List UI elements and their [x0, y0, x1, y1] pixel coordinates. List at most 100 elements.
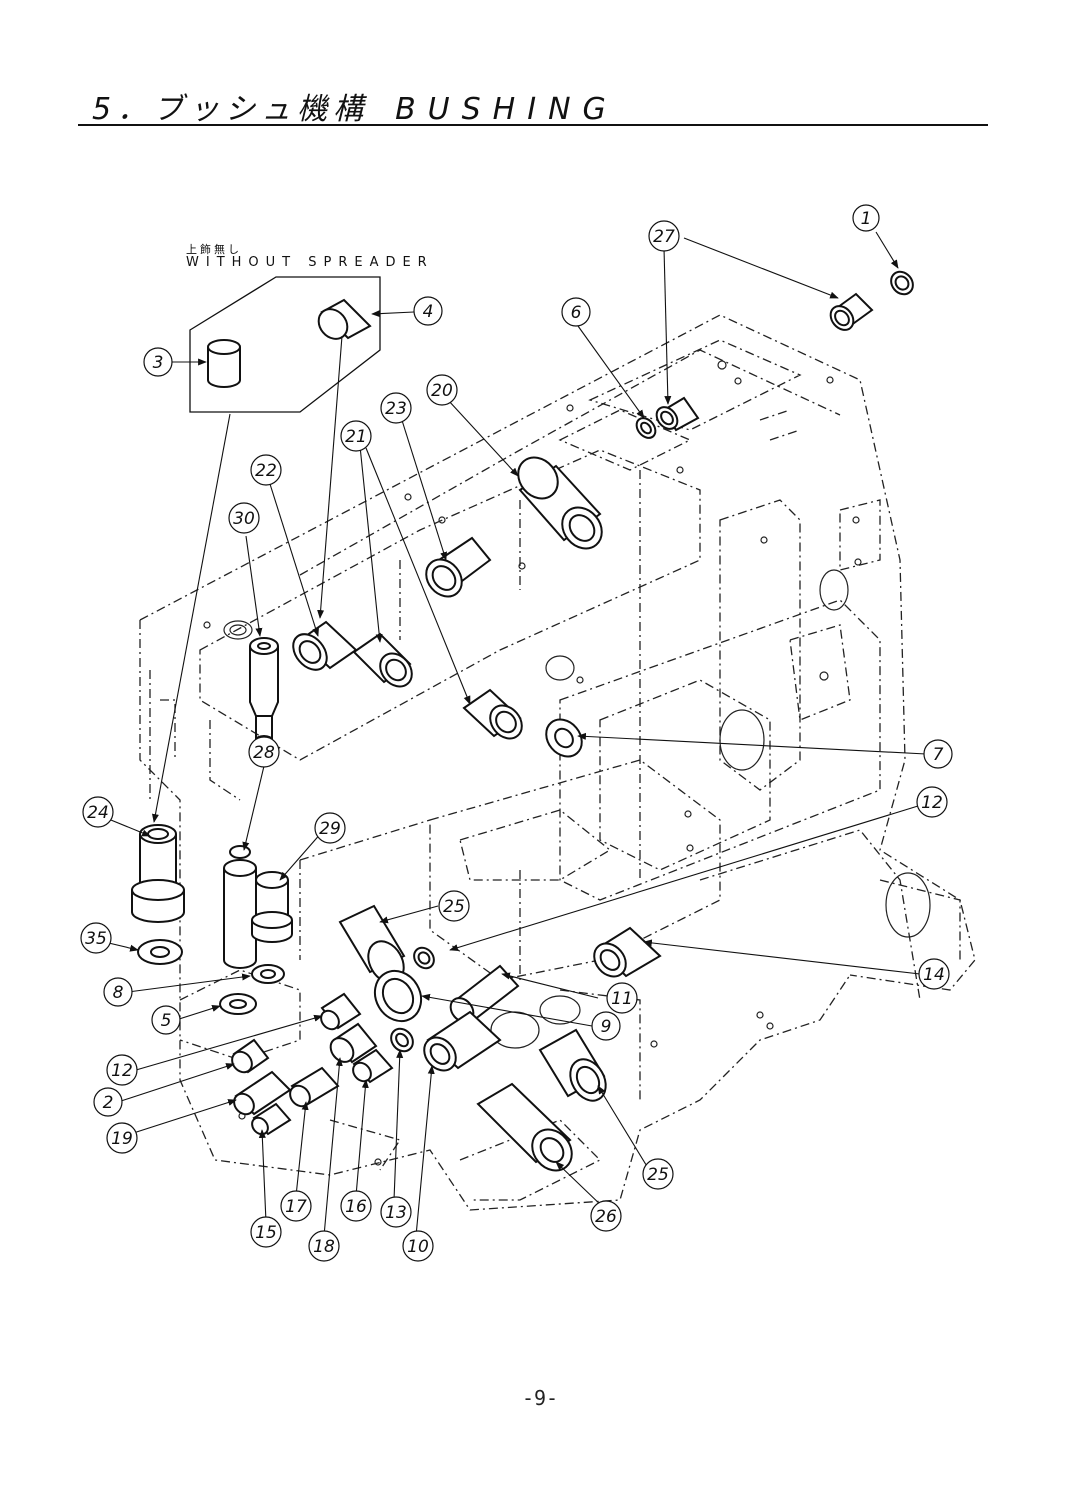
callout-15: 15 [250, 1216, 282, 1248]
callout-30: 30 [228, 502, 260, 534]
svg-text:25: 25 [443, 897, 465, 917]
svg-text:10: 10 [407, 1237, 429, 1257]
callout-14: 14 [918, 958, 950, 990]
svg-text:13: 13 [385, 1203, 407, 1223]
callout-25-lower: 25 [642, 1158, 674, 1190]
callout-13: 13 [380, 1196, 412, 1228]
callout-28: 28 [248, 736, 280, 768]
part-24-bushing [131, 824, 185, 923]
callout-27: 27 [648, 220, 680, 252]
svg-text:2: 2 [103, 1093, 114, 1113]
svg-text:29: 29 [319, 819, 341, 839]
callout-24: 24 [82, 796, 114, 828]
callout-6: 6 [561, 297, 591, 327]
variant-note-en: WITHOUT SPREADER [186, 255, 434, 270]
svg-text:23: 23 [385, 399, 407, 419]
callout-22: 22 [250, 454, 282, 486]
svg-text:26: 26 [595, 1207, 617, 1227]
callout-3: 3 [143, 347, 173, 377]
part-25-bushing-b [538, 1028, 607, 1102]
callout-21: 21 [340, 420, 372, 452]
svg-text:25: 25 [647, 1165, 669, 1185]
svg-text:22: 22 [255, 461, 277, 481]
part-30-bushing [249, 637, 279, 745]
leader-lines [95, 231, 927, 1237]
svg-text:27: 27 [653, 227, 675, 247]
part-18-bushing [329, 1022, 378, 1064]
callout-26: 26 [590, 1200, 622, 1232]
part-4-bushing [317, 298, 372, 340]
callout-1: 1 [852, 204, 880, 232]
part-26-bushing [476, 1082, 573, 1172]
part-14-bushing [593, 926, 662, 978]
callout-12-left: 12 [106, 1054, 138, 1086]
page-number: -9- [521, 1386, 559, 1410]
part-16-bushing [352, 1048, 394, 1084]
svg-text:18: 18 [313, 1237, 335, 1257]
svg-text:12: 12 [921, 793, 943, 813]
variant-inset-outline [189, 276, 381, 413]
svg-text:1: 1 [861, 209, 872, 229]
part-12-bushing-a [413, 946, 435, 970]
callout-18: 18 [308, 1230, 340, 1262]
svg-text:3: 3 [153, 353, 164, 373]
svg-text:14: 14 [923, 965, 945, 985]
callout-9: 9 [591, 1011, 621, 1041]
part-13-bushing [390, 1027, 414, 1053]
svg-text:24: 24 [87, 803, 109, 823]
svg-text:8: 8 [113, 983, 124, 1003]
part-17-bushing [289, 1066, 340, 1108]
svg-text:17: 17 [285, 1197, 307, 1217]
part-7-bushing [545, 718, 583, 758]
callout-labels: 1 27 6 4 3 20 23 21 22 30 7 12 28 29 24 … [80, 204, 953, 1262]
svg-text:4: 4 [423, 302, 434, 322]
part-21-bushing-a [352, 632, 413, 688]
callout-8: 8 [103, 977, 133, 1007]
callout-5: 5 [151, 1005, 181, 1035]
svg-text:6: 6 [571, 303, 582, 323]
svg-text:35: 35 [85, 929, 107, 949]
part-29-bushing [251, 871, 293, 943]
svg-text:20: 20 [431, 381, 453, 401]
part-27-bushing-b [655, 396, 700, 432]
part-35-washer [137, 939, 183, 965]
part-9-bushing [373, 969, 423, 1023]
svg-text:28: 28 [253, 743, 275, 763]
svg-text:12: 12 [111, 1061, 133, 1081]
svg-text:21: 21 [345, 427, 367, 447]
callout-10: 10 [402, 1230, 434, 1262]
part-1-bushing [890, 270, 914, 296]
callout-17: 17 [280, 1190, 312, 1222]
callout-35: 35 [80, 922, 112, 954]
callout-11: 11 [606, 982, 638, 1014]
part-2-bushing [231, 1038, 270, 1074]
part-23-bushing [425, 536, 492, 598]
bushing-parts [131, 270, 914, 1172]
callout-2: 2 [93, 1087, 123, 1117]
part-5-washer [219, 993, 257, 1015]
svg-text:19: 19 [111, 1129, 133, 1149]
part-22-bushing [292, 620, 358, 671]
callout-23: 23 [380, 392, 412, 424]
callout-7: 7 [923, 739, 953, 769]
variant-note: 上飾無し WITHOUT SPREADER [186, 244, 434, 270]
svg-text:5: 5 [161, 1011, 172, 1031]
callout-4: 4 [413, 296, 443, 326]
svg-text:9: 9 [601, 1017, 612, 1037]
part-20-bushing [517, 456, 603, 550]
part-10-bushing [423, 1010, 502, 1072]
part-6-washer [635, 417, 657, 439]
svg-text:7: 7 [933, 745, 944, 765]
title-rule [78, 124, 988, 126]
callout-25-upper: 25 [438, 890, 470, 922]
callout-16: 16 [340, 1190, 372, 1222]
part-12-bushing-b [320, 992, 362, 1031]
callout-19: 19 [106, 1122, 138, 1154]
svg-text:16: 16 [345, 1197, 367, 1217]
svg-text:11: 11 [611, 989, 633, 1009]
page-title-jp: 5．ブッシュ機構 [92, 92, 370, 127]
svg-text:15: 15 [255, 1223, 277, 1243]
part-27-bushing-a [829, 292, 874, 331]
part-8-washer [251, 964, 285, 984]
